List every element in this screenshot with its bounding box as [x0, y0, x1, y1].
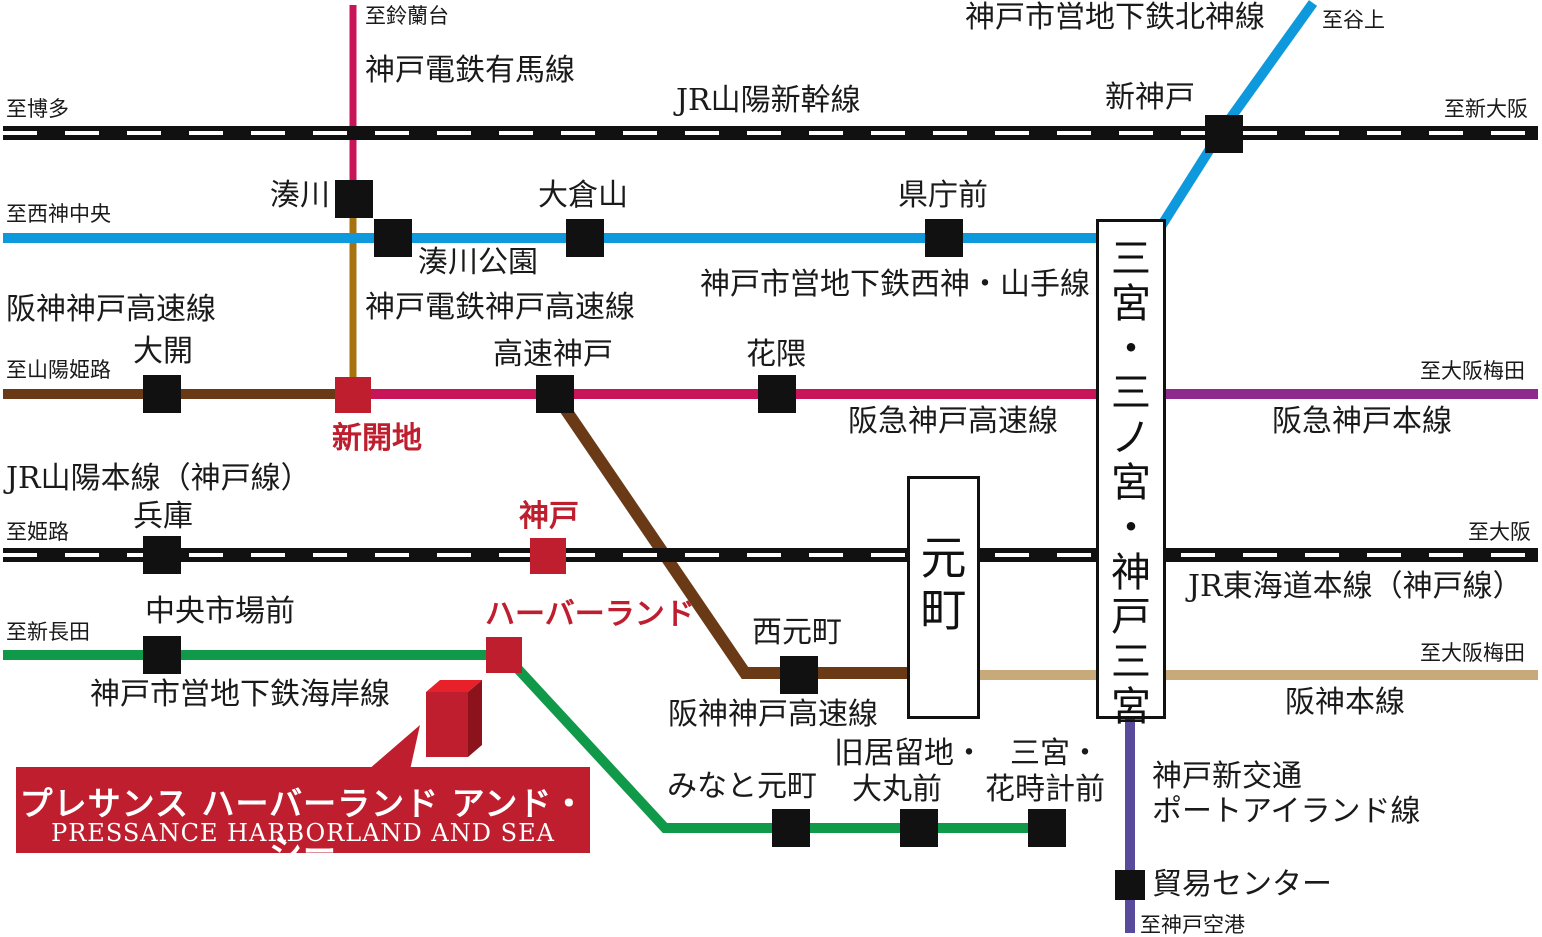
label-jr-sanyo-main-line: JR山陽本線（神戸線）	[6, 461, 311, 496]
label-jr-tokaido-line: JR東海道本線（神戸線）	[1188, 569, 1523, 604]
label-to-suzurandai: 至鈴蘭台	[365, 4, 449, 28]
property-banner[interactable]: プレサンス ハーバーランド アンド・シー PRESSANCE HARBORLAN…	[16, 767, 590, 871]
label-minatogawa: 湊川	[270, 178, 330, 213]
label-hokushin-line: 神戸市営地下鉄北神線	[965, 0, 1265, 35]
station-minato-motomachi[interactable]	[772, 809, 810, 847]
label-kobe: 神戸	[519, 499, 579, 534]
label-sannomiya-hanadokei-1: 三宮・	[1010, 736, 1100, 771]
station-shin-kobe[interactable]	[1205, 115, 1243, 153]
label-hankyu-kobe-kousoku-line: 阪急神戸高速線	[848, 404, 1058, 439]
label-harborland: ハーバーランド	[485, 597, 695, 632]
label-kyukyoryuchi-1: 旧居留地・	[834, 736, 984, 771]
station-hyogo[interactable]	[143, 536, 181, 574]
label-hanshin-kobe-kousoku-1: 阪神神戸高速線	[6, 292, 216, 327]
station-nishi-motomachi[interactable]	[780, 656, 818, 694]
label-nishi-motomachi: 西元町	[752, 615, 842, 650]
label-to-osaka: 至大阪	[1468, 520, 1531, 544]
label-port-liner-1: 神戸新交通	[1152, 759, 1302, 794]
building-icon-top	[426, 680, 482, 692]
station-minatogawa-koen[interactable]	[374, 219, 412, 257]
label-seishin-yamate-line: 神戸市営地下鉄西神・山手線	[700, 267, 1090, 302]
callout-pointer	[368, 725, 420, 770]
label-hanshin-kobe-kousoku-2: 阪神神戸高速線	[668, 697, 878, 732]
station-harborland[interactable]	[486, 637, 522, 673]
label-shinkaichi: 新開地	[332, 421, 422, 456]
label-kyukyoryuchi-2: 大丸前	[852, 772, 942, 807]
property-name-en: PRESSANCE HARBORLAND AND SEA	[51, 819, 555, 847]
label-sannomiya-hanadokei-2: 花時計前	[985, 772, 1105, 807]
label-to-shin-osaka: 至新大阪	[1444, 97, 1528, 121]
label-chuo-ichiba-mae: 中央市場前	[145, 594, 295, 629]
station-kobe[interactable]	[530, 538, 566, 574]
station-kousoku-kobe[interactable]	[536, 375, 574, 413]
label-to-shin-nagata: 至新長田	[6, 620, 90, 644]
label-kobe-electric-kousoku-line: 神戸電鉄神戸高速線	[365, 290, 635, 325]
label-shin-kobe: 新神戸	[1105, 80, 1195, 115]
label-kousoku-kobe: 高速神戸	[493, 337, 613, 372]
station-minatogawa[interactable]	[335, 180, 373, 218]
label-to-tanigami: 至谷上	[1322, 8, 1385, 32]
label-kencho-mae: 県庁前	[898, 178, 988, 213]
label-hankyu-kobe-main-line: 阪急神戸本線	[1272, 404, 1452, 439]
station-kyukyoryuchi[interactable]	[900, 809, 938, 847]
label-boeki-center: 貿易センター	[1152, 867, 1332, 902]
label-okurayama: 大倉山	[538, 178, 628, 213]
label-to-sanyo-himeji: 至山陽姫路	[6, 358, 111, 382]
kaigan-line	[3, 650, 1048, 833]
label-kaigan-line: 神戸市営地下鉄海岸線	[90, 677, 390, 712]
building-icon-front	[426, 692, 468, 757]
station-boeki-center[interactable]	[1115, 870, 1145, 900]
label-minatogawa-koen: 湊川公園	[418, 245, 538, 280]
station-okurayama[interactable]	[566, 219, 604, 257]
label-hanshin-main-line: 阪神本線	[1285, 685, 1405, 720]
motomachi-label: 元 町	[920, 531, 967, 637]
station-shinkaichi[interactable]	[335, 377, 371, 413]
station-daikai[interactable]	[143, 375, 181, 413]
label-to-osaka-umeda-2: 至大阪梅田	[1420, 641, 1525, 665]
label-shinkansen-line: JR山陽新幹線	[676, 83, 861, 118]
station-kencho-mae[interactable]	[925, 219, 963, 257]
label-hyogo: 兵庫	[133, 499, 193, 534]
sannomiya-box[interactable]: 三 宮 ・ 三 ノ 宮 ・ 神 戸 三 宮	[1096, 219, 1166, 729]
label-minato-motomachi: みなと元町	[667, 769, 817, 804]
label-hanakuma: 花隈	[746, 337, 806, 372]
label-to-osaka-umeda-1: 至大阪梅田	[1420, 359, 1525, 383]
motomachi-box[interactable]: 元 町	[907, 476, 980, 719]
station-hanakuma[interactable]	[758, 375, 796, 413]
label-arima-line: 神戸電鉄有馬線	[365, 53, 575, 88]
label-to-seishin-chuo: 至西神中央	[6, 202, 111, 226]
building-icon-side	[468, 680, 482, 757]
sannomiya-label: 三 宮 ・ 三 ノ 宮 ・ 神 戸 三 宮	[1111, 236, 1151, 730]
label-to-kobe-airport: 至神戸空港	[1140, 913, 1245, 937]
property-name-jp: プレサンス ハーバーランド アンド・シー	[19, 784, 587, 871]
label-to-hakata: 至博多	[6, 97, 69, 121]
station-chuo-ichiba-mae[interactable]	[143, 636, 181, 674]
label-daikai: 大開	[133, 334, 193, 369]
label-port-liner-2: ポートアイランド線	[1152, 794, 1421, 829]
station-sannomiya-hanadokei[interactable]	[1028, 809, 1066, 847]
hanshin-kousoku-diagonal	[550, 390, 910, 679]
label-to-himeji: 至姫路	[6, 520, 69, 544]
